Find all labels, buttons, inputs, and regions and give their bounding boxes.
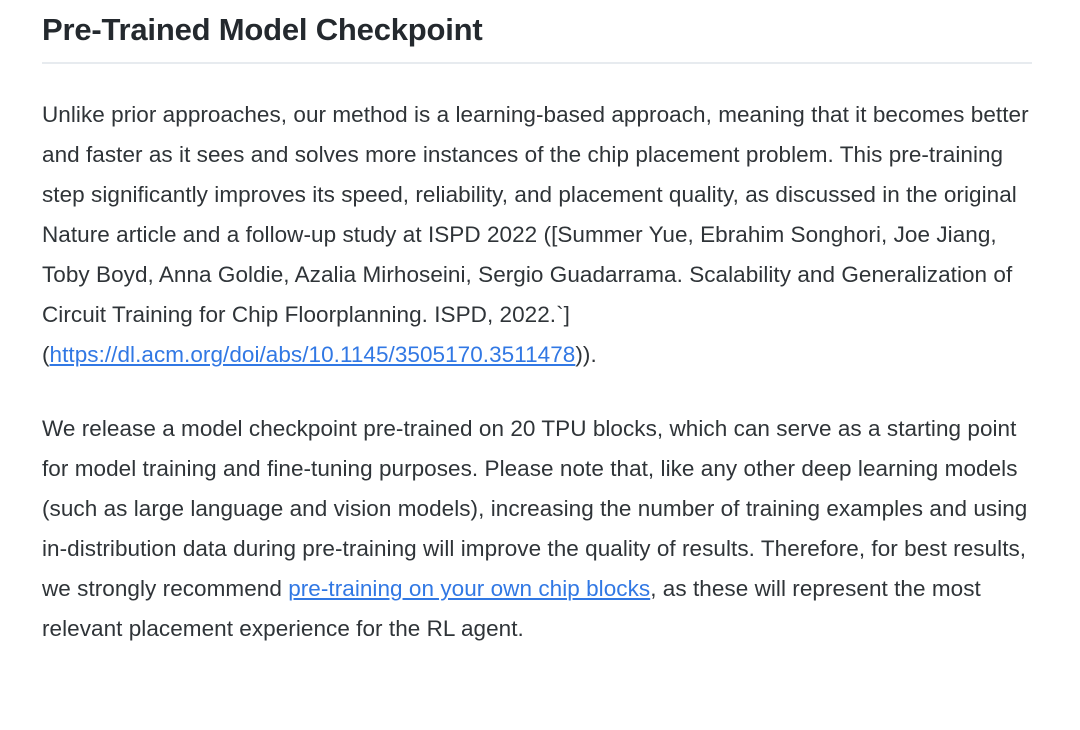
paragraph-intro-text-after-link: )). bbox=[575, 342, 597, 367]
paragraph-intro: Unlike prior approaches, our method is a… bbox=[42, 64, 1034, 375]
heading-divider bbox=[42, 62, 1032, 64]
page-title: Pre-Trained Model Checkpoint bbox=[42, 12, 483, 47]
paragraph-release-text-before-link: We release a model checkpoint pre-traine… bbox=[42, 416, 1028, 601]
paragraph-intro-text-before-link: Unlike prior approaches, our method is a… bbox=[42, 102, 1029, 367]
paragraph-release: We release a model checkpoint pre-traine… bbox=[42, 375, 1034, 649]
acm-paper-link[interactable]: https://dl.acm.org/doi/abs/10.1145/35051… bbox=[49, 342, 576, 367]
paragraph-release-text-after-link: , as these will represent the most relev… bbox=[42, 576, 981, 641]
pre-training-guide-link[interactable]: pre-training on your own chip blocks bbox=[288, 576, 651, 601]
